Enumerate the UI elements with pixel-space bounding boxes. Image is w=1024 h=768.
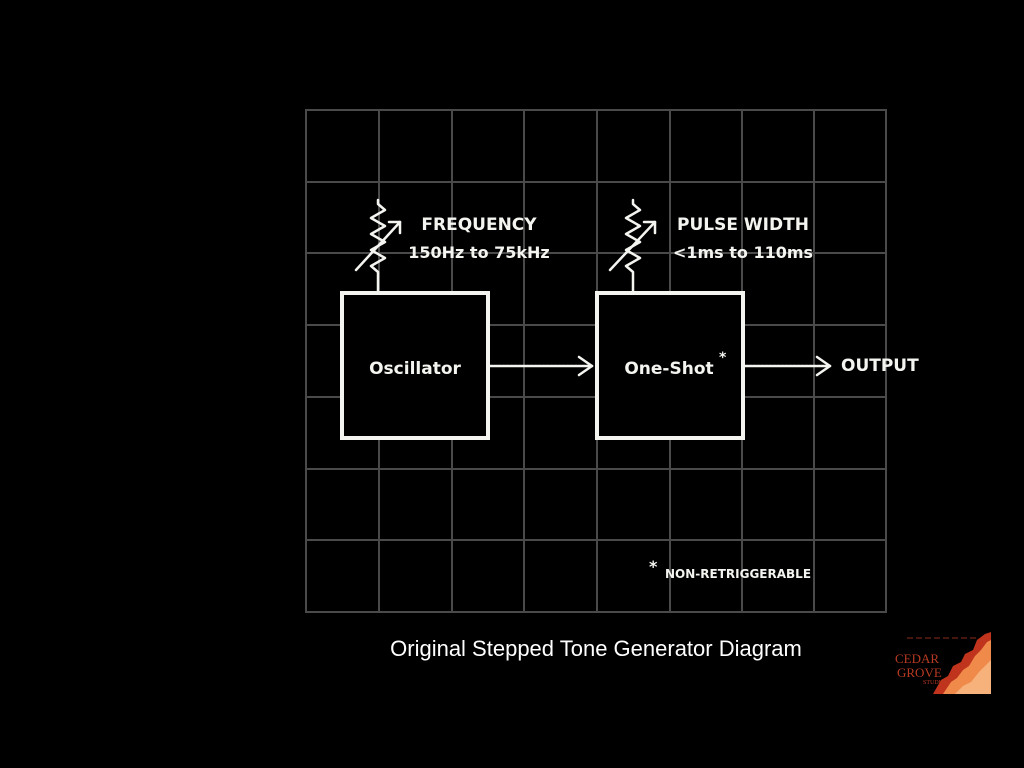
oscillator-label: Oscillator xyxy=(369,359,461,379)
logo-lettering: CEDAR GROVE STUDIOS xyxy=(895,651,948,686)
logo-line-1: CEDAR xyxy=(895,651,939,666)
oscillator-block xyxy=(340,291,490,440)
oscillator-to-one-shot-arrow xyxy=(488,355,594,377)
pulse-width-label: PULSE WIDTH xyxy=(677,215,809,235)
pulse-width-potentiometer-icon xyxy=(608,198,657,295)
frequency-label: FREQUENCY xyxy=(421,215,537,235)
logo-line-3: STUDIOS xyxy=(923,680,948,686)
logo-graphic: CEDAR GROVE STUDIOS xyxy=(893,632,991,694)
cedar-grove-studios-logo: CEDAR GROVE STUDIOS xyxy=(893,632,991,694)
grid-board xyxy=(305,109,887,613)
one-shot-block xyxy=(595,291,745,440)
frequency-potentiometer-icon xyxy=(354,198,402,295)
diagram-caption: Original Stepped Tone Generator Diagram xyxy=(390,636,802,661)
pulse-width-range: <1ms to 110ms xyxy=(673,243,813,262)
output-label: OUTPUT xyxy=(841,356,919,376)
output-arrow xyxy=(743,355,832,377)
one-shot-asterisk: * xyxy=(719,350,727,366)
frequency-range: 150Hz to 75kHz xyxy=(408,243,550,262)
footnote-text: NON-RETRIGGERABLE xyxy=(665,567,811,581)
footnote-asterisk: * xyxy=(649,557,658,576)
one-shot-label: One-Shot xyxy=(624,359,713,379)
logo-line-2: GROVE xyxy=(897,665,942,680)
